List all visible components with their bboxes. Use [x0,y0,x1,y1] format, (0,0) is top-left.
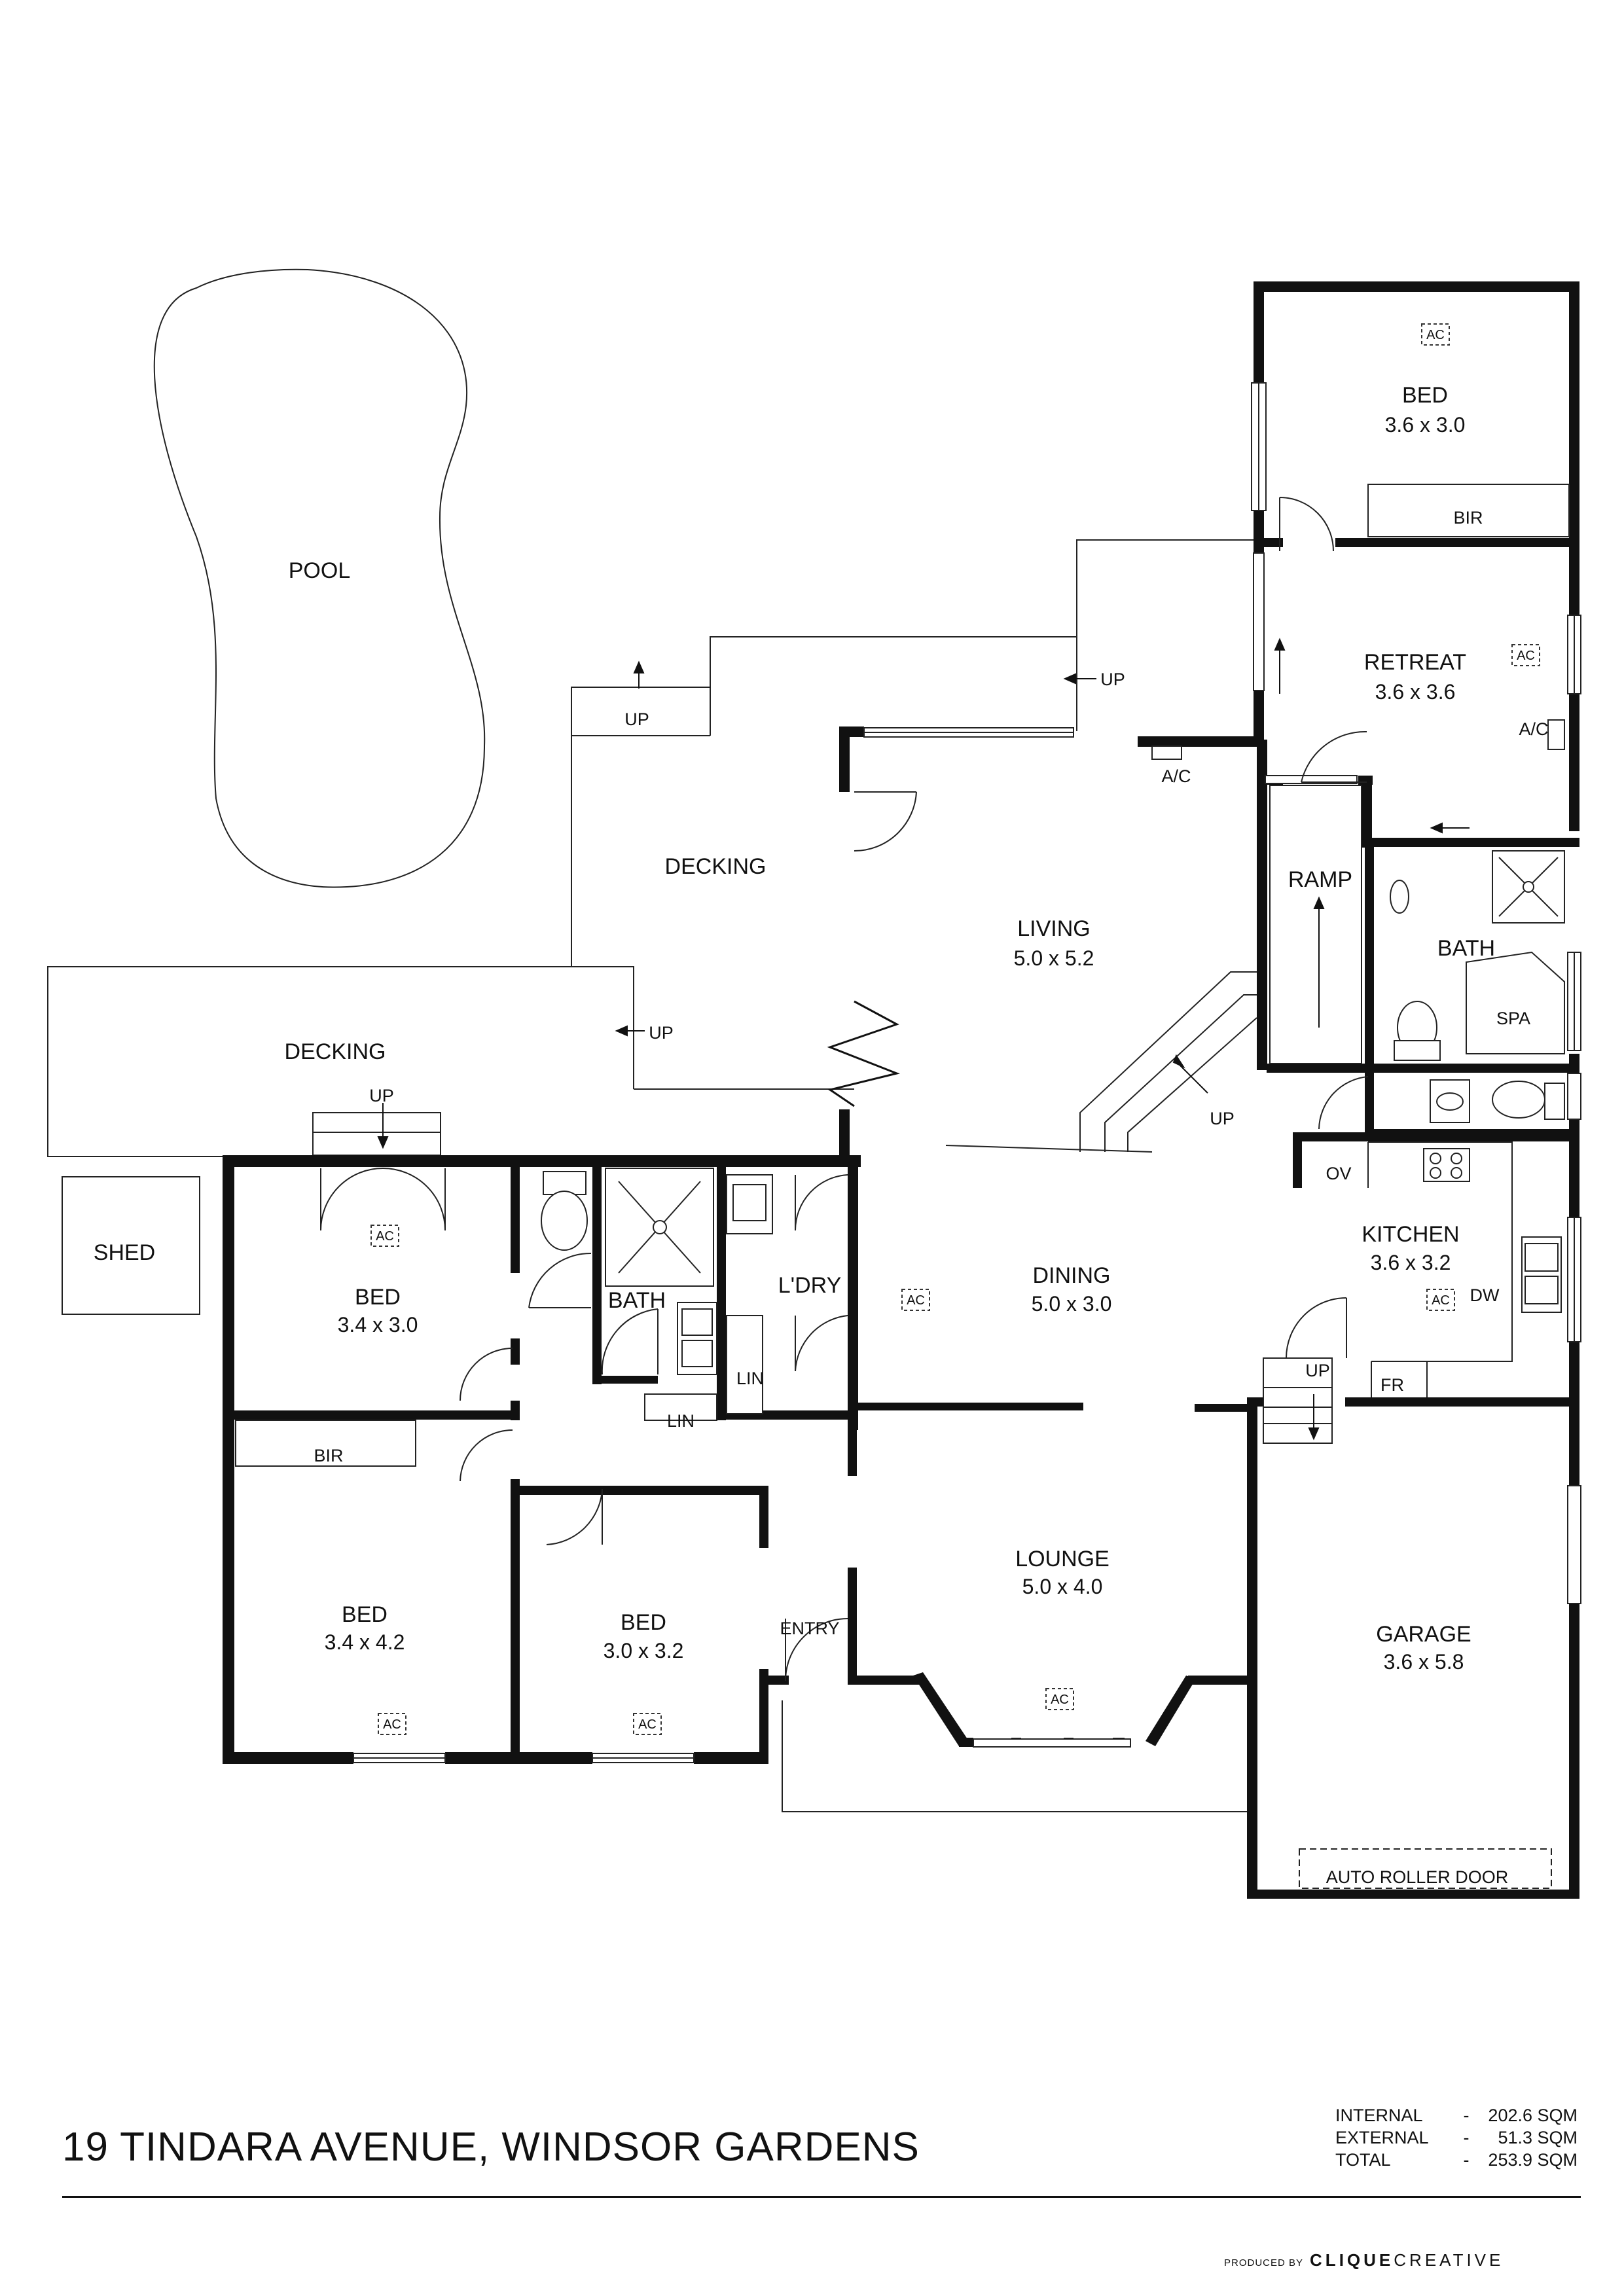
area-value: 51.3 SQM [1498,2128,1578,2147]
decking-upper-label: DECKING [665,854,767,879]
bir-left-label: BIR [314,1446,343,1465]
living-label: LIVING [1017,916,1090,941]
entry-label: ENTRY [780,1619,839,1638]
up-label: UP [624,709,649,729]
ac-tag-text: AC [376,1229,394,1244]
bed-1-label: BED [355,1285,401,1310]
area-label: INTERNAL [1335,2106,1423,2125]
direction-arrows [377,637,1470,1441]
ac-tag-texts: AC AC AC AC AC AC AC AC [376,328,1535,1732]
shed-outline [62,1176,200,1315]
area-summary: INTERNAL - 202.6 SQM EXTERNAL - 51.3 SQM… [1335,2104,1578,2171]
area-sep: - [1463,2150,1470,2170]
produced-by-text: PRODUCED BY [1224,2257,1304,2269]
area-row-internal: INTERNAL - 202.6 SQM [1335,2104,1578,2126]
garage-label: GARAGE [1376,1622,1471,1647]
ramp-label: RAMP [1288,867,1352,892]
kitchen-label: KITCHEN [1362,1222,1459,1247]
ac-tag-text: AC [638,1717,657,1732]
up-label: UP [1100,670,1125,689]
brand-logo-part-a: CLIQUE [1310,2250,1394,2270]
property-address: 19 TINDARA AVENUE, WINDSOR GARDENS [62,2125,920,2170]
bed-2-label: BED [342,1602,388,1627]
living-dim: 5.0 x 5.2 [1014,946,1094,970]
room-labels: POOL DECKING DECKING SHED BED 3.6 x 3.0 … [94,383,1549,1887]
ac-unit-label-living: A/C [1161,766,1191,786]
garage-dim: 3.6 x 5.8 [1384,1650,1464,1674]
laundry-label: L'DRY [778,1273,842,1298]
bed-3-dim: 3.0 x 3.2 [604,1639,684,1662]
area-row-external: EXTERNAL - 51.3 SQM [1335,2126,1578,2149]
bath-right-label: BATH [1437,936,1495,961]
bed-1-dim: 3.4 x 3.0 [338,1313,418,1336]
pool-label: POOL [289,558,350,583]
area-value: 253.9 SQM [1488,2150,1578,2170]
decking-lower-label: DECKING [285,1039,386,1064]
dining-dim: 5.0 x 3.0 [1032,1292,1112,1316]
bed-2-dim: 3.4 x 4.2 [325,1630,405,1654]
shed-label: SHED [94,1240,155,1265]
ac-tag-text: AC [1426,328,1445,342]
decking-upper-outline [571,539,1254,967]
retreat-label: RETREAT [1364,650,1466,675]
ac-unit-label: A/C [1519,719,1548,739]
windows [353,382,1581,1763]
retreat-dim: 3.6 x 3.6 [1375,680,1456,704]
bed-3-label: BED [621,1610,666,1635]
roller-door-label: AUTO ROLLER DOOR [1326,1867,1509,1887]
area-sep: - [1463,2128,1470,2147]
lounge-label: LOUNGE [1015,1547,1110,1571]
ac-tag-text: AC [1432,1293,1450,1308]
spa-label: SPA [1496,1009,1530,1028]
decking-lower-outline [47,966,634,1157]
up-label: UP [369,1086,394,1105]
lin-2-label: LIN [667,1411,695,1431]
bed-top-label: BED [1402,383,1448,408]
bifold-door [827,1000,900,1107]
walls [223,281,1579,1899]
exterior-outlines [47,268,1263,1812]
up-label: UP [649,1023,674,1043]
fridge-label: FR [1380,1375,1404,1395]
lounge-dim: 5.0 x 4.0 [1022,1575,1103,1598]
bir-top-label: BIR [1453,508,1483,528]
pool-outline [153,268,486,888]
producer-credit: PRODUCED BY CLIQUECREATIVE [1224,2250,1504,2270]
ac-tag-text: AC [907,1293,925,1308]
oven-label: OV [1326,1164,1351,1183]
ac-tag-text: AC [1517,649,1535,663]
ac-tags [370,323,1565,1735]
up-label: UP [1210,1109,1235,1128]
area-label: TOTAL [1335,2150,1391,2170]
fixtures [235,484,1570,1889]
area-sep: - [1463,2106,1470,2125]
area-value: 202.6 SQM [1488,2106,1578,2125]
footer: 19 TINDARA AVENUE, WINDSOR GARDENS INTER… [62,2078,1581,2222]
dishwasher-label: DW [1470,1285,1500,1305]
kitchen-dim: 3.6 x 3.2 [1371,1251,1451,1274]
area-row-total: TOTAL - 253.9 SQM [1335,2149,1578,2171]
brand-logo-part-b: CREATIVE [1394,2250,1504,2270]
ac-tag-text: AC [1051,1693,1069,1707]
ac-tag-text: AC [383,1717,401,1732]
dining-label: DINING [1033,1263,1111,1288]
up-label: UP [1305,1361,1330,1380]
bed-top-dim: 3.6 x 3.0 [1385,413,1466,437]
lin-1-label: LIN [736,1369,764,1388]
area-label: EXTERNAL [1335,2128,1429,2147]
footer-divider [62,2196,1581,2198]
bath-mid-label: BATH [608,1288,666,1313]
